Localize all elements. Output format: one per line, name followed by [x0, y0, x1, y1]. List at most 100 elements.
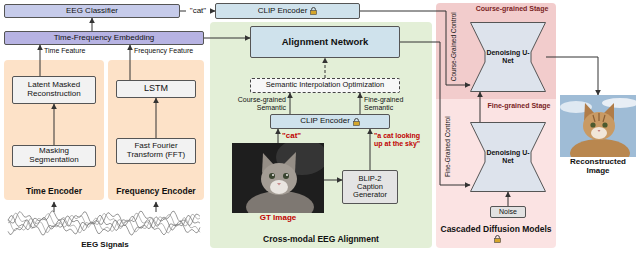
photo: [560, 95, 636, 157]
lock-icon: [494, 235, 501, 243]
connector: [325, 58, 326, 78]
noise-box: Noise: [490, 206, 526, 218]
eeg-trace: [8, 217, 200, 233]
connector: [370, 129, 371, 170]
process-box: Masking Segmentation: [12, 145, 96, 167]
signal-arrow: [54, 202, 55, 212]
edge-label: Fine-grained Semantic: [364, 96, 428, 112]
cat-nose: [277, 183, 281, 186]
node-text: Denoising U-Net: [486, 49, 530, 64]
cloud: [602, 98, 636, 108]
network-box: Alignment Network: [250, 26, 400, 58]
connector: [130, 45, 131, 80]
lock-body: [311, 11, 317, 15]
image-node: GT Image: [232, 143, 324, 223]
connector: [400, 42, 470, 185]
process-box: Fast Fourier Transform (FFT): [116, 138, 196, 164]
panel-title-text: Cross-modal EEG Alignment: [263, 234, 379, 244]
cat-head: [261, 163, 297, 195]
cat-eye: [269, 173, 275, 179]
connector: [546, 57, 598, 95]
connector: [156, 98, 157, 138]
classifier-box: EEG Classifier: [4, 4, 180, 18]
hourglass-shape: [471, 23, 546, 92]
connector: [54, 104, 55, 145]
signal-label: EEG Signals: [55, 240, 155, 249]
node-text: GT Image: [232, 214, 324, 223]
signal-arrow: [156, 202, 157, 212]
encoder-box: CLIP Encoder: [270, 114, 390, 129]
eeg-waveform: [8, 211, 200, 235]
edge-label: Course-grained Semantic: [214, 96, 286, 112]
lock-icon: [310, 7, 317, 15]
lock-shackle: [312, 8, 316, 11]
unet-block: Denoising U-Net: [470, 122, 546, 192]
caption-model-box: BLIP-2 Caption Generator: [342, 170, 398, 204]
stage-label: Fine-grained Stage: [486, 102, 552, 110]
eye-highlight: [286, 174, 288, 176]
connector: [480, 92, 481, 122]
edge-label: Fine-Grained Control: [444, 116, 451, 177]
connector: [360, 93, 361, 114]
eye-highlight: [272, 174, 274, 176]
connector: [360, 11, 470, 85]
cat-eye: [602, 122, 607, 127]
panel-title-text: Time Encoder: [26, 186, 82, 196]
lock-body: [353, 121, 359, 125]
node-text: Denoising U-Net: [486, 149, 530, 164]
connector: [324, 180, 342, 181]
lock-shackle: [496, 236, 500, 239]
photo: [232, 143, 324, 213]
unet-block: Denoising U-Net: [470, 22, 546, 92]
connector: [508, 192, 509, 206]
cat-muzzle: [591, 127, 607, 139]
cat-muzzle: [270, 180, 288, 194]
connector: [278, 129, 279, 143]
stage-label: Course-grained Stage: [470, 5, 554, 13]
edge-label: Frequency Feature: [134, 47, 204, 55]
eeg-trace: [8, 219, 200, 235]
node-text: EEG Classifier: [66, 7, 118, 16]
node-text: Noise: [499, 208, 517, 216]
node-text: Masking Segmentation: [16, 147, 92, 165]
panel-title: Frequency Encoder: [110, 187, 202, 197]
connector: [40, 45, 41, 76]
image-node: Reconstructed Image: [560, 95, 636, 176]
connector: [204, 38, 250, 39]
fur-stripes: [593, 113, 605, 122]
edge-label: "cat": [186, 6, 210, 15]
cat-eye: [590, 122, 595, 127]
process-box: LSTM: [116, 80, 196, 98]
node-text: Semantic Interpolation Optimization: [266, 81, 384, 89]
node-text: Time-Frequency Embedding: [54, 34, 155, 43]
connector: [290, 93, 291, 114]
node-text: CLIP Encoder: [300, 117, 350, 126]
node-text: LSTM: [144, 84, 168, 94]
panel-title: Cross-modal EEG Alignment: [212, 235, 430, 245]
optimization-box: Semantic Interpolation Optimization: [250, 78, 400, 93]
cat-body: [570, 139, 630, 157]
panel-title: Cascaded Diffusion Models: [438, 225, 554, 245]
node-text: Alignment Network: [282, 37, 369, 47]
node-text: Reconstructed Image: [560, 158, 636, 176]
edge-label: Time Feature: [44, 47, 102, 55]
node-text: Latent Masked Reconstruction: [16, 81, 92, 99]
edge-label: "a cat looking up at the sky": [374, 132, 429, 148]
cat-head: [583, 112, 615, 140]
encoder-box: CLIP Encoder: [215, 3, 360, 19]
hourglass-shape: [471, 123, 546, 192]
connectors: [40, 11, 598, 206]
lock-body: [495, 239, 501, 243]
embedding-box: Time-Frequency Embedding: [4, 31, 204, 45]
panel-title-text: Frequency Encoder: [116, 186, 195, 196]
connector: [92, 18, 93, 31]
node-text: Fast Fourier Transform (FFT): [120, 142, 192, 160]
cat-nose: [598, 130, 601, 132]
panel-title-text: Cascaded Diffusion Models: [441, 224, 552, 234]
edge-label: Course-Grained Control: [450, 12, 457, 81]
node-text: BLIP-2 Caption Generator: [346, 175, 394, 200]
edge-label: "cat": [282, 131, 308, 140]
